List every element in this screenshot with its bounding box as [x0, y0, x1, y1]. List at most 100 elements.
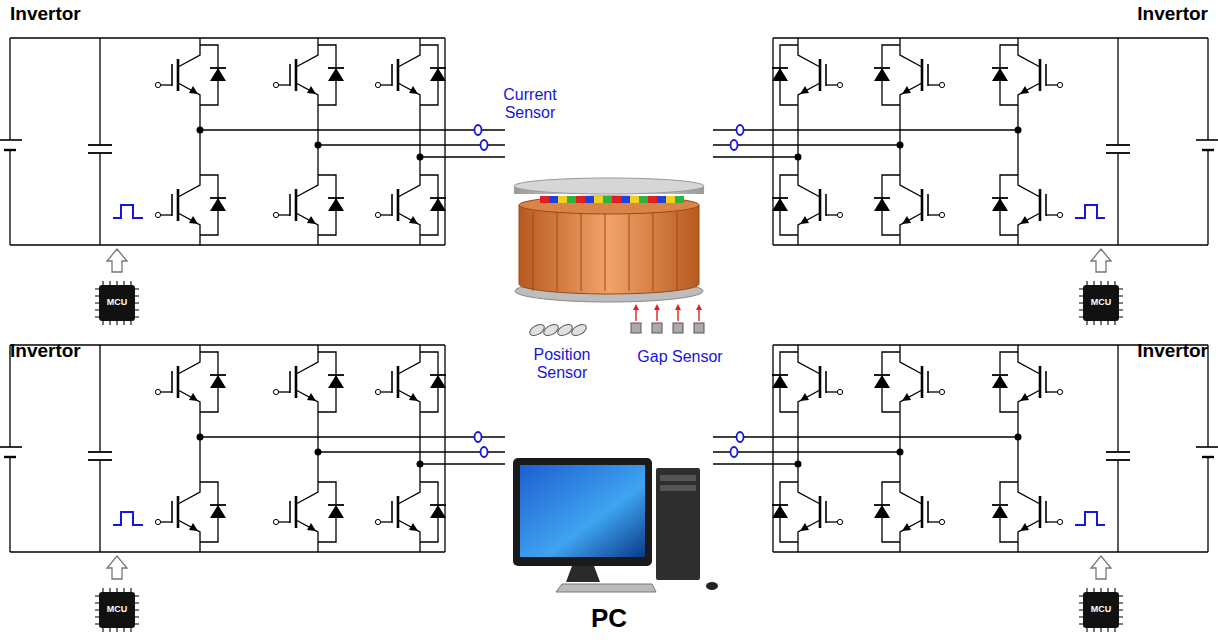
- dc-rail: [1207, 457, 1208, 552]
- diode-symbol: [992, 198, 1008, 211]
- igbt-emitter: [178, 390, 200, 412]
- junction-dot: [795, 154, 802, 161]
- diode-bar: [874, 67, 890, 69]
- diode-bar: [772, 67, 788, 69]
- dc-rail: [9, 150, 10, 245]
- igbt-symbol: [772, 352, 843, 412]
- diode-symbol: [772, 68, 788, 81]
- emitter-arrow: [307, 216, 316, 224]
- igbt-collector: [900, 352, 922, 374]
- stator: [519, 205, 699, 294]
- emitter-arrow: [800, 393, 809, 401]
- monitor: [513, 458, 652, 566]
- junction-dot: [1015, 434, 1022, 441]
- igbt-gate: [927, 194, 929, 216]
- igbt-gate: [171, 371, 173, 393]
- diode-symbol: [874, 505, 890, 518]
- diode-symbol: [430, 198, 446, 211]
- leg-wire: [199, 412, 200, 482]
- dc-rail: [1207, 38, 1208, 140]
- gap-arrow: [677, 309, 678, 321]
- gate-terminal: [375, 212, 380, 217]
- junction-dot: [897, 449, 904, 456]
- emitter-arrow: [800, 86, 809, 94]
- capacitor-wire: [99, 153, 100, 245]
- igbt-gate: [1045, 501, 1047, 523]
- leg-wire: [199, 105, 200, 175]
- phase-output: [713, 156, 798, 157]
- current-sensor: [731, 140, 738, 150]
- dc-rail: [10, 244, 445, 245]
- inverter-title: Invertor: [1098, 4, 1208, 25]
- current-sensor: [737, 432, 744, 442]
- chip-label: MCU: [1083, 298, 1119, 308]
- gap-sensor: [652, 323, 662, 333]
- gate-terminal: [1057, 389, 1062, 394]
- gate-terminal: [155, 389, 160, 394]
- igbt-gate: [1045, 194, 1047, 216]
- gate-terminal: [837, 389, 842, 394]
- igbt-symbol: [874, 175, 945, 235]
- igbt-gate-lead: [928, 214, 939, 215]
- igbt-gate: [927, 501, 929, 523]
- igbt-gate-lead: [1046, 214, 1057, 215]
- igbt-gate-lead: [161, 391, 172, 392]
- sensor-label: Gap Sensor: [625, 348, 735, 366]
- diode-bar: [210, 197, 226, 199]
- igbt-channel: [177, 189, 180, 221]
- igbt-gate-lead: [826, 391, 837, 392]
- igbt-channel: [177, 366, 180, 398]
- igbt-collector: [1018, 482, 1040, 504]
- igbt-emitter: [1018, 213, 1040, 235]
- junction-dot: [315, 142, 322, 149]
- gap-arrow: [696, 304, 702, 310]
- capacitor-symbol: [1106, 459, 1130, 461]
- igbt-emitter: [1018, 83, 1040, 105]
- gate-terminal: [273, 82, 278, 87]
- phase-output: [713, 144, 900, 145]
- emitter-arrow: [800, 523, 809, 531]
- current-sensor: [475, 125, 482, 135]
- igbt-gate-lead: [826, 214, 837, 215]
- diode-bar: [430, 374, 446, 376]
- stator-slot: [581, 212, 582, 291]
- gate-terminal: [273, 519, 278, 524]
- magnet: [603, 196, 612, 203]
- diode-bar: [992, 67, 1008, 69]
- magnet: [540, 196, 549, 203]
- igbt-collector: [296, 45, 318, 67]
- igbt-gate-lead: [161, 214, 172, 215]
- current-sensor: [481, 140, 488, 150]
- igbt-gate: [391, 194, 393, 216]
- pc-illustration: [513, 458, 718, 592]
- igbt-gate-lead: [1046, 84, 1057, 85]
- gap-arrow: [633, 304, 639, 310]
- pwm-pulse: [113, 512, 143, 525]
- mcu-chip: [99, 285, 135, 321]
- igbt-symbol: [772, 482, 843, 542]
- igbt-emitter: [900, 213, 922, 235]
- leg-wire: [1017, 38, 1018, 45]
- inverter-title: Invertor: [10, 341, 120, 362]
- igbt-channel: [397, 189, 400, 221]
- igbt-gate-lead: [279, 391, 290, 392]
- diode-bar: [210, 67, 226, 69]
- magnet: [567, 196, 576, 203]
- dc-rail: [444, 38, 445, 245]
- diode-bar: [328, 504, 344, 506]
- igbt-emitter: [798, 390, 820, 412]
- leg-wire: [419, 412, 420, 482]
- diode-symbol: [772, 198, 788, 211]
- drive-bay: [660, 485, 696, 491]
- leg-wire: [419, 105, 420, 175]
- dc-rail: [10, 551, 445, 552]
- signal-arrow: [107, 556, 127, 579]
- igbt-channel: [921, 189, 924, 221]
- leg-wire: [899, 542, 900, 552]
- igbt-collector: [398, 482, 420, 504]
- diode-bar: [992, 197, 1008, 199]
- igbt-emitter: [296, 520, 318, 542]
- igbt-gate: [391, 64, 393, 86]
- leg-wire: [317, 412, 318, 482]
- magnet: [657, 196, 666, 203]
